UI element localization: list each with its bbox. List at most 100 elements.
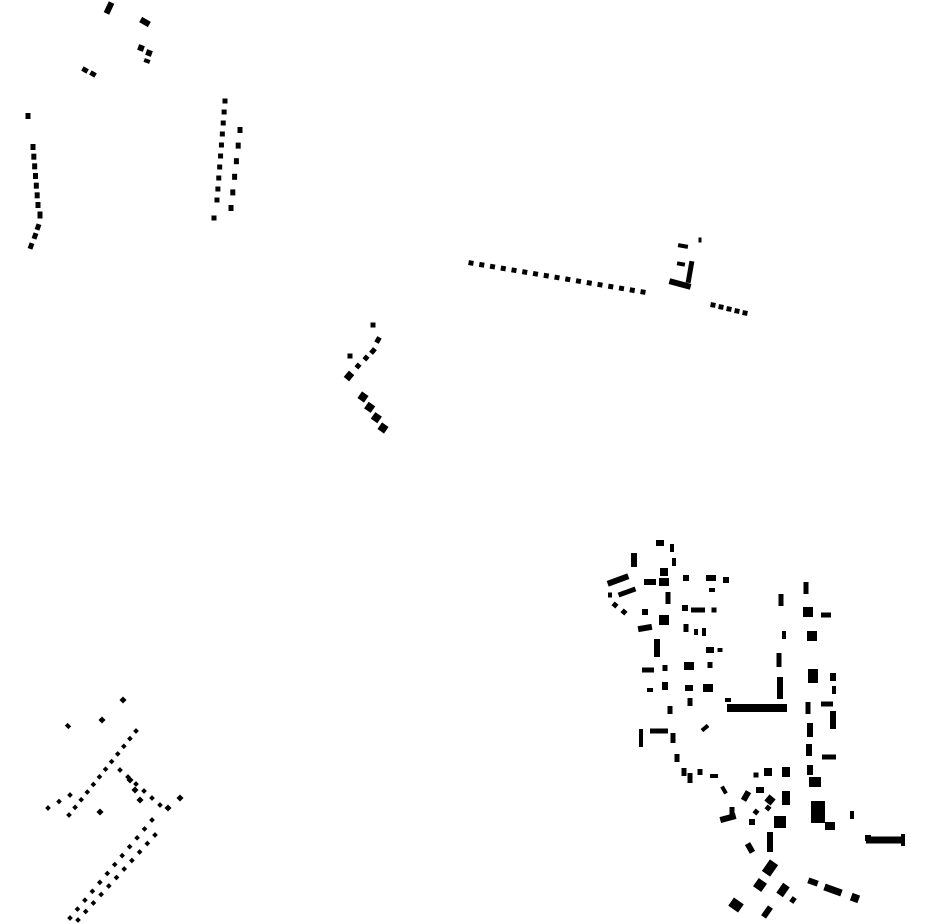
building bbox=[143, 58, 151, 64]
building bbox=[717, 648, 723, 652]
building bbox=[700, 723, 710, 733]
building bbox=[687, 773, 693, 783]
building bbox=[662, 682, 668, 690]
building bbox=[126, 776, 134, 784]
building bbox=[698, 237, 702, 243]
building bbox=[640, 289, 646, 295]
cluster-central-group bbox=[343, 322, 389, 434]
building bbox=[211, 215, 217, 221]
building bbox=[734, 308, 740, 314]
building bbox=[113, 874, 120, 881]
building bbox=[718, 304, 724, 310]
building bbox=[774, 816, 786, 828]
building bbox=[370, 322, 376, 328]
building bbox=[659, 578, 669, 586]
building bbox=[218, 142, 224, 148]
cluster-southeast-village bbox=[606, 540, 905, 919]
building bbox=[374, 336, 382, 344]
building bbox=[607, 283, 614, 290]
building bbox=[670, 733, 676, 743]
cluster-southwest-grid bbox=[45, 696, 184, 923]
building bbox=[75, 917, 81, 923]
building bbox=[866, 836, 902, 844]
building bbox=[668, 278, 692, 290]
building bbox=[98, 716, 106, 724]
building bbox=[111, 861, 118, 868]
building bbox=[96, 808, 104, 816]
building bbox=[606, 573, 630, 587]
building bbox=[129, 857, 135, 864]
building bbox=[141, 788, 147, 794]
building bbox=[219, 131, 225, 137]
building bbox=[369, 347, 377, 355]
building bbox=[215, 186, 221, 192]
building bbox=[354, 362, 362, 370]
building bbox=[662, 665, 668, 671]
building bbox=[803, 607, 813, 617]
building bbox=[702, 628, 706, 636]
building bbox=[30, 144, 36, 150]
building bbox=[685, 685, 693, 691]
building bbox=[221, 109, 227, 115]
building bbox=[710, 774, 718, 778]
building bbox=[681, 768, 687, 776]
building bbox=[720, 785, 728, 795]
building bbox=[809, 777, 821, 787]
building bbox=[119, 696, 127, 704]
building bbox=[543, 272, 550, 279]
cluster-northwest-hamlet bbox=[25, 1, 153, 250]
building bbox=[586, 280, 593, 286]
building bbox=[782, 767, 790, 777]
building bbox=[66, 812, 72, 818]
building bbox=[642, 667, 654, 673]
building bbox=[830, 711, 836, 729]
building bbox=[108, 758, 115, 765]
building bbox=[500, 265, 507, 272]
building bbox=[676, 261, 686, 267]
building bbox=[691, 607, 705, 613]
building bbox=[807, 765, 813, 775]
building bbox=[64, 722, 72, 730]
building bbox=[144, 840, 151, 847]
building bbox=[364, 401, 376, 413]
building bbox=[639, 729, 643, 747]
building bbox=[214, 197, 220, 203]
building bbox=[564, 276, 571, 283]
building bbox=[34, 192, 40, 199]
building bbox=[152, 832, 158, 838]
building bbox=[131, 786, 139, 794]
building bbox=[849, 892, 861, 904]
building bbox=[706, 575, 716, 581]
building bbox=[532, 270, 539, 277]
building bbox=[637, 623, 653, 633]
building bbox=[139, 16, 151, 28]
building bbox=[803, 582, 809, 594]
building bbox=[25, 113, 31, 119]
building bbox=[659, 615, 669, 625]
building bbox=[228, 205, 234, 211]
building bbox=[694, 629, 698, 635]
cluster-north-row bbox=[211, 98, 243, 221]
building bbox=[33, 173, 38, 179]
building bbox=[237, 127, 243, 133]
building bbox=[631, 553, 637, 567]
building bbox=[575, 278, 582, 285]
building bbox=[357, 391, 369, 403]
building bbox=[728, 897, 744, 913]
building bbox=[133, 728, 139, 734]
building bbox=[806, 744, 812, 756]
building bbox=[656, 540, 664, 546]
building bbox=[767, 832, 773, 852]
building bbox=[753, 772, 759, 778]
building bbox=[683, 624, 689, 632]
building bbox=[706, 647, 714, 653]
building bbox=[149, 817, 155, 823]
building bbox=[811, 801, 825, 823]
building bbox=[764, 794, 776, 806]
building bbox=[629, 287, 636, 294]
building bbox=[511, 267, 517, 274]
building bbox=[218, 153, 224, 159]
building bbox=[789, 896, 797, 904]
building bbox=[776, 882, 790, 898]
building bbox=[72, 804, 78, 811]
